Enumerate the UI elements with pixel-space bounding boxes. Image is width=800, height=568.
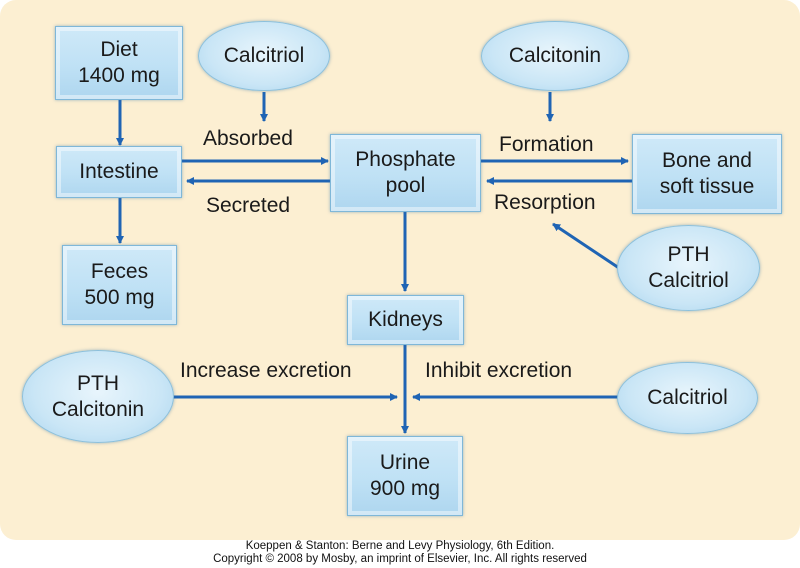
calcitriol-top-label: Calcitriol bbox=[223, 44, 305, 68]
footer-line-1: Koeppen & Stanton: Berne and Levy Physio… bbox=[245, 540, 555, 552]
phosphate-pool-box: Phosphate pool bbox=[330, 134, 481, 212]
kidneys-box: Kidneys bbox=[347, 295, 464, 345]
intestine-label: Intestine bbox=[79, 160, 159, 184]
calcitriol-top-oval: Calcitriol bbox=[198, 21, 330, 91]
feces-label: Feces 500 mg bbox=[84, 260, 155, 309]
calcitriol-right-oval: Calcitriol bbox=[617, 362, 758, 434]
diet-label: Diet 1400 mg bbox=[78, 38, 160, 87]
intestine-box: Intestine bbox=[56, 146, 182, 198]
formation-label: Formation bbox=[499, 133, 594, 156]
arrow-pth-to-resorption bbox=[552, 222, 623, 272]
copyright-footer: Koeppen & Stanton: Berne and Levy Physio… bbox=[0, 540, 800, 568]
phosphate-pool-label: Phosphate pool bbox=[355, 148, 456, 197]
inhibit-excretion-label: Inhibit excretion bbox=[425, 359, 573, 382]
pth-calcitonin-label: PTH Calcitonin bbox=[51, 371, 145, 421]
diet-box: Diet 1400 mg bbox=[55, 26, 183, 100]
increase-excretion-label: Increase excretion bbox=[180, 359, 352, 382]
calcitonin-top-oval: Calcitonin bbox=[481, 21, 629, 91]
feces-box: Feces 500 mg bbox=[62, 245, 177, 325]
calcitonin-top-label: Calcitonin bbox=[508, 44, 602, 68]
kidneys-label: Kidneys bbox=[368, 308, 443, 332]
pth-calcitriol-oval: PTH Calcitriol bbox=[617, 225, 760, 311]
pth-calcitonin-oval: PTH Calcitonin bbox=[22, 350, 174, 443]
urine-box: Urine 900 mg bbox=[347, 436, 463, 516]
flow-arrows bbox=[116, 92, 632, 434]
pth-calcitriol-label: PTH Calcitriol bbox=[648, 243, 729, 292]
bone-tissue-label: Bone and soft tissue bbox=[659, 149, 755, 198]
urine-label: Urine 900 mg bbox=[369, 451, 441, 500]
bone-tissue-box: Bone and soft tissue bbox=[632, 134, 782, 214]
footer-line-2: Copyright © 2008 by Mosby, an imprint of… bbox=[213, 553, 587, 565]
secreted-label: Secreted bbox=[206, 194, 291, 217]
calcitriol-right-label: Calcitriol bbox=[647, 386, 728, 410]
resorption-label: Resorption bbox=[494, 191, 596, 214]
absorbed-label: Absorbed bbox=[203, 127, 293, 150]
